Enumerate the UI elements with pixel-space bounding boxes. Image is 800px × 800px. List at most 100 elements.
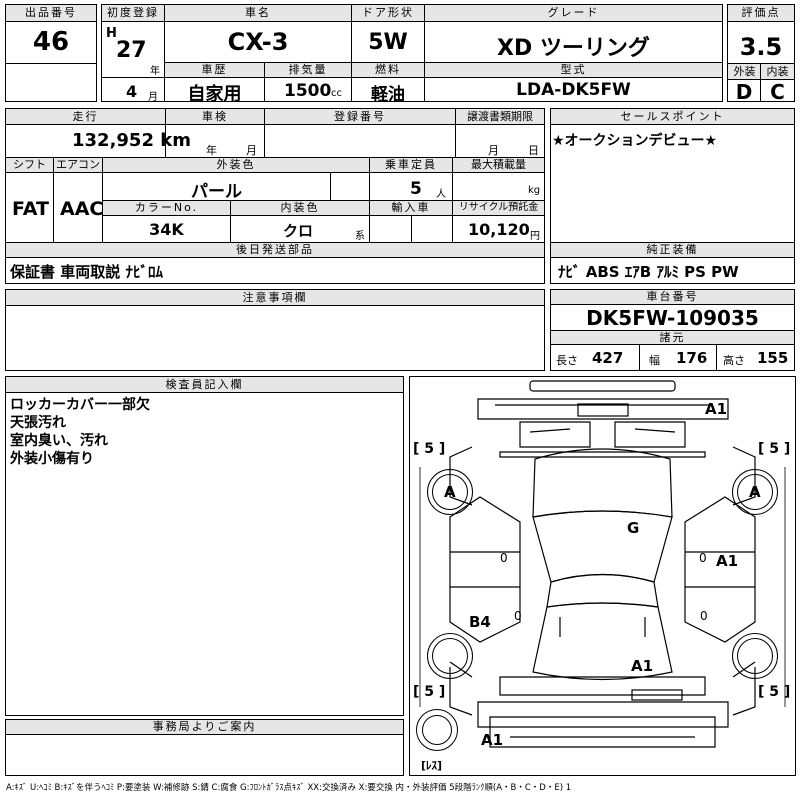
rear-bumper-mark: A1: [481, 731, 504, 749]
colorno-label: カラーNo.: [103, 201, 230, 216]
lot-number: 46: [32, 27, 70, 57]
car-name: CX-3: [227, 28, 289, 56]
recycle-unit: 円: [530, 231, 540, 242]
era: H: [106, 26, 117, 41]
chassis-number: DK5FW-109035: [586, 306, 759, 330]
history: 自家用: [187, 84, 242, 105]
wheel-fr-mark: A: [749, 483, 761, 501]
import-label: 輸入車: [370, 201, 452, 216]
plate-label: 登録番号: [265, 109, 455, 125]
wheel-front-right-inner: [737, 474, 773, 510]
ext-label: 外装: [728, 64, 761, 80]
reg-month: 4: [126, 82, 138, 101]
equipment: ﾅﾋﾞ ABS ｴｱB ｱﾙﾐ PS PW: [558, 263, 739, 281]
int-grade: C: [770, 80, 785, 104]
grade: XD ツーリング: [497, 36, 650, 61]
inspector-line: 天張汚れ: [10, 415, 66, 431]
inspector-label: 検査員記入欄: [6, 377, 403, 393]
sales-label: セールスポイント: [551, 109, 794, 125]
load-unit: kg: [528, 185, 541, 196]
month-unit: 月: [148, 92, 158, 103]
wheel-fl-mark: A: [444, 483, 456, 501]
shift: FAT: [12, 198, 49, 220]
mileage: 132,952 km: [72, 130, 191, 151]
displacement: 1500: [284, 81, 332, 101]
ext-grade: D: [735, 80, 753, 104]
windshield-mark: G: [627, 519, 640, 537]
color-number: 34K: [149, 220, 184, 239]
shift-label: シフト: [6, 158, 53, 173]
car-diagram: A1 [ 5 ] [ 5 ] A A G 0 0 0 0 A1 B4 A1 [ …: [409, 376, 796, 776]
height: 155: [757, 349, 789, 367]
interior-color: クロ: [283, 222, 314, 240]
deadline-label: 譲渡書類期限: [456, 109, 544, 125]
ac: AAC: [60, 198, 104, 220]
wheel-front-left-inner: [432, 474, 468, 510]
wheel-front-right: [732, 469, 778, 515]
ac-label: エアコン: [54, 158, 102, 173]
inspector-line: 外装小傷有り: [10, 451, 94, 467]
recycle-label: リサイクル預託金: [453, 201, 544, 216]
score-box: 評価点 3.5 外装 内装 D C: [727, 4, 795, 104]
chassis-box: [550, 289, 795, 371]
wheel-rear-left: [427, 633, 473, 679]
legend: A:ｷｽﾞ U:ﾍｺﾐ B:ｷｽﾞを伴うﾍｺﾐ P:要塗装 W:補修跡 S:錆 …: [6, 783, 572, 793]
reg-label: 初度登録: [102, 5, 164, 22]
score: 3.5: [739, 33, 783, 61]
parts-label: 後日発送部品: [6, 243, 544, 258]
width: 176: [676, 349, 708, 367]
cap-label: 乗車定員: [370, 158, 452, 173]
insp-year: 年: [206, 144, 217, 157]
intcolor-unit: 系: [355, 231, 365, 242]
vehicle-header-box: [101, 4, 723, 102]
score-label: 評価点: [728, 5, 794, 22]
front-bumper-mark: A1: [705, 400, 728, 418]
sales-point: ★オークションデビュー★: [552, 133, 718, 149]
model-label: 型式: [425, 63, 722, 78]
fuel-label: 燃料: [352, 63, 424, 78]
spare-tire-inner: [422, 715, 452, 745]
door-type: 5W: [368, 30, 408, 55]
office-label: 事務局よりご案内: [6, 720, 403, 735]
details-box: [5, 108, 545, 284]
length: 427: [592, 349, 624, 367]
inspector-box: [5, 376, 404, 716]
grade-label: グレード: [425, 5, 722, 22]
lot-label: 出品番号: [6, 5, 96, 22]
notes-label: 注意事項欄: [6, 290, 544, 306]
year-unit: 年: [150, 66, 160, 77]
fuel: 軽油: [371, 85, 405, 105]
spare-tire-mark: [ﾚｽ]: [421, 759, 443, 772]
name-label: 車名: [165, 5, 351, 22]
intcolor-label: 内装色: [231, 201, 369, 216]
disp-unit: cc: [331, 88, 342, 99]
hgt-label: 高さ: [723, 354, 745, 367]
zero-mark: 0: [699, 551, 707, 565]
cap-unit: 人: [436, 189, 446, 200]
tire-front-left-mark: [ 5 ]: [413, 441, 446, 457]
spare-tire: [416, 709, 458, 751]
equip-label: 純正装備: [551, 243, 794, 258]
wheel-rear-right: [732, 633, 778, 679]
tire-rear-right-mark: [ 5 ]: [758, 684, 791, 700]
load-label: 最大積載量: [453, 158, 544, 173]
inspection-label: 車検: [166, 109, 264, 125]
model-code: LDA-DK5FW: [516, 80, 631, 100]
chassis-label: 車台番号: [551, 290, 794, 305]
sales-box: [550, 108, 795, 284]
left-rear-mark: B4: [469, 613, 491, 631]
door-label: ドア形状: [352, 5, 424, 22]
deadline-month: 月: [488, 144, 499, 157]
inspector-line: 室内臭い、汚れ: [10, 433, 108, 449]
wheel-rear-left-inner: [432, 638, 468, 674]
rear-glass-mark: A1: [631, 657, 654, 675]
parts: 保証書 車両取説 ﾅﾋﾞﾛﾑ: [10, 263, 163, 281]
history-label: 車歴: [165, 63, 264, 78]
tire-front-right-mark: [ 5 ]: [758, 441, 791, 457]
len-label: 長さ: [556, 354, 578, 367]
right-door-mark: A1: [716, 552, 739, 570]
color-label: 外装色: [103, 158, 369, 173]
mileage-label: 走行: [6, 109, 165, 125]
wheel-rear-right-inner: [737, 638, 773, 674]
deadline-day: 日: [528, 144, 539, 157]
